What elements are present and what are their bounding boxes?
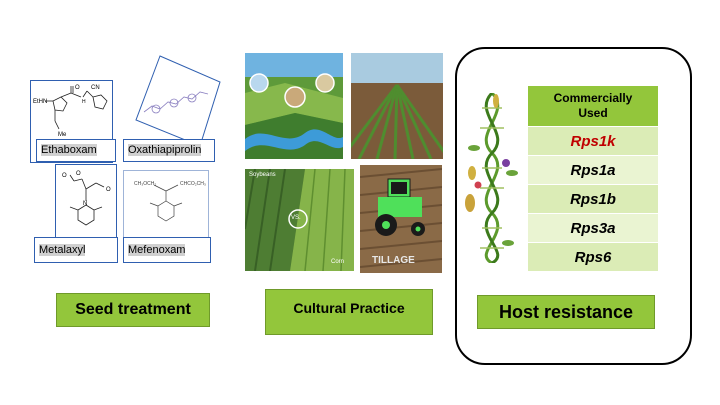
tractor-icon [375, 178, 425, 236]
ethaboxam-me-label: Me [58, 132, 67, 138]
table-header: Commercially Used [528, 86, 658, 127]
gene-row-rps1k: Rps1k [528, 127, 658, 156]
tillage-caption: TILLAGE [372, 255, 415, 266]
metalaxyl-label: Metalaxyl [34, 237, 118, 263]
ethaboxam-cn-label: CN [91, 85, 100, 91]
table-header-line1: Commercially [553, 91, 633, 105]
ethaboxam-oxygen-label: O [75, 85, 80, 91]
ethaboxam-h-label: H [82, 99, 86, 105]
oxathiapiprolin-label: Oxathiapiprolin [123, 139, 215, 162]
gene-row-rps1a: Rps1a [528, 156, 658, 185]
table-header-line2: Used [578, 106, 608, 120]
mefenoxam-structure-box: CH₃OCH₂ CHCO₂CH₃ [123, 170, 209, 238]
gene-name: Rps1b [570, 190, 616, 208]
gene-name: Rps1k [570, 132, 616, 150]
host-resistance-label: Host resistance [477, 295, 655, 329]
ethaboxam-ethn-label: EtHN [33, 99, 47, 105]
metalaxyl-o1-label: O [62, 173, 67, 179]
gene-row-rps3a: Rps3a [528, 214, 658, 243]
mefenoxam-label: Mefenoxam [123, 237, 211, 263]
gene-row-rps1b: Rps1b [528, 185, 658, 214]
commercial-rps-table: Commercially Used Rps1k Rps1a Rps1b Rps3… [528, 86, 658, 272]
svg-text:CH₃OCH₂: CH₃OCH₂ [134, 181, 156, 187]
soybeans-vs-corn-image: Soybeans VS. Corn [245, 169, 354, 271]
metalaxyl-o3-label: O [106, 187, 111, 193]
vs-caption: VS. [291, 215, 301, 221]
soybeans-caption: Soybeans [249, 172, 276, 178]
crop-rotation-image [245, 53, 343, 159]
dna-plant-icon [465, 93, 518, 263]
seed-treatment-label: Seed treatment [56, 293, 210, 327]
metalaxyl-o2-label: O [76, 171, 81, 177]
ethaboxam-structure: O CN H EtHN Me [33, 85, 108, 138]
tillage-image: TILLAGE [360, 165, 442, 273]
metalaxyl-n-label: N [83, 201, 87, 207]
gene-name: Rps6 [574, 248, 612, 266]
row-crop-field-image [351, 53, 443, 159]
metalaxyl-structure: O O O N [62, 171, 111, 226]
mefenoxam-structure: CH₃OCH₂ CHCO₂CH₃ [134, 181, 206, 222]
metalaxyl-structure-box: O O O N [55, 164, 117, 238]
gene-name: Rps3a [570, 219, 616, 237]
cultural-practice-label: Cultural Practice [265, 289, 433, 335]
gene-row-rps6: Rps6 [528, 243, 658, 272]
svg-text:CHCO₂CH₃: CHCO₂CH₃ [180, 181, 206, 187]
ethaboxam-label: Ethaboxam [36, 139, 116, 162]
corn-caption: Corn [331, 259, 345, 265]
gene-name: Rps1a [570, 161, 616, 179]
